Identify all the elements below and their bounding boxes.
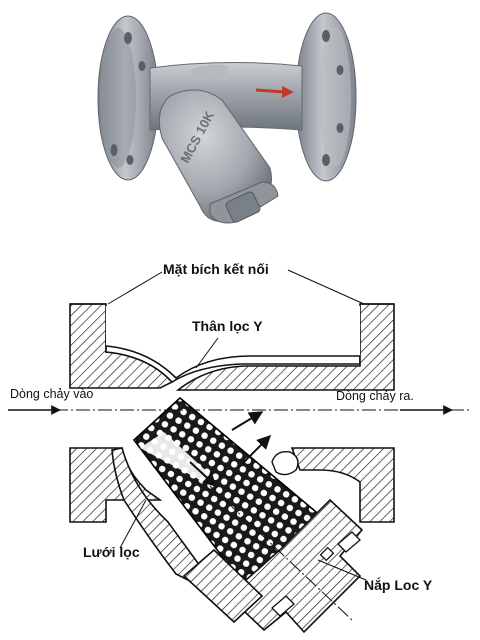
- label-flange-face: Mặt bích kết nối: [163, 261, 269, 277]
- screen-flow-arrow-2: [231, 411, 264, 431]
- cross-section-diagram: Mặt bích kết nối Thân lọc Y Dòng chảy và…: [8, 261, 470, 634]
- right-flange-top-section: [175, 303, 395, 391]
- flange-bolt-holes: [110, 30, 344, 166]
- strainer-photo: MCS 10K: [97, 12, 357, 224]
- leader-lines: [107, 269, 367, 581]
- screen-flow-arrow-1: [189, 461, 218, 487]
- label-cap: Nắp Loc Y: [364, 576, 433, 593]
- right-flange-bottom-section: [290, 447, 395, 523]
- label-screen: Lưới lọc: [83, 544, 140, 560]
- y-leg-wall: [111, 447, 202, 581]
- label-flow-out: Dòng chảy ra.: [336, 389, 414, 403]
- screen-flow-arrow-3: [241, 435, 271, 465]
- label-flow-in: Dòng chảy vào: [10, 387, 93, 401]
- cap-bolts: [271, 531, 361, 617]
- flow-arrow-icon: [255, 86, 294, 98]
- label-body: Thân lọc Y: [192, 318, 263, 334]
- centerline-diagonal: [209, 485, 353, 621]
